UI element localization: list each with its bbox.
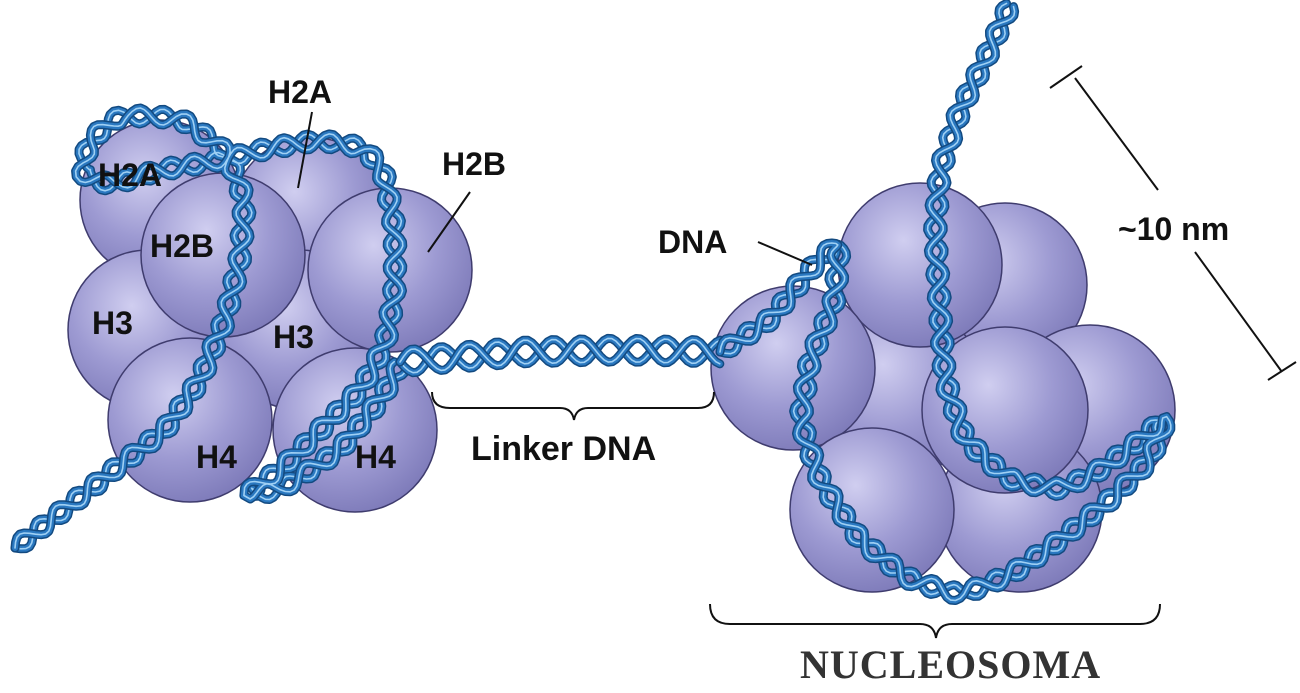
dna-strand-b-layer-2 bbox=[719, 5, 1172, 602]
histone-r-bottom-left bbox=[789, 427, 955, 593]
label-nucleosome: NUCLEOSOMA bbox=[800, 642, 1101, 687]
leader-lines bbox=[297, 111, 813, 266]
label-h3-left: H3 bbox=[92, 305, 133, 341]
dna-strand-a-layer-2 bbox=[14, 108, 407, 550]
histone-h4-left bbox=[107, 337, 273, 503]
label-scale: ~10 nm bbox=[1118, 211, 1229, 247]
dna-strand-b-layer-2 bbox=[399, 337, 721, 372]
scale-bar-top-cap bbox=[1049, 65, 1083, 89]
dna-right-wrap bbox=[715, 0, 1176, 605]
dna-linker bbox=[395, 333, 725, 378]
label-h2a-left: H2A bbox=[98, 157, 162, 193]
dna-leader bbox=[757, 241, 813, 266]
scale-bar bbox=[1049, 65, 1297, 381]
label-dna: DNA bbox=[658, 224, 727, 260]
label-h2b-right: H2B bbox=[442, 146, 506, 182]
label-h4-right: H4 bbox=[355, 439, 396, 475]
label-linker-dna: Linker DNA bbox=[471, 430, 656, 468]
h2a-top-leader bbox=[297, 111, 313, 189]
labels: H2A H2A H2B H2B H3 H3 H4 H4 Linker DNA D… bbox=[92, 74, 1229, 687]
h2b-right-leader bbox=[427, 191, 471, 253]
label-h3-center: H3 bbox=[273, 319, 314, 355]
dna-strands bbox=[10, 0, 1176, 605]
label-h2b-left: H2B bbox=[150, 228, 214, 264]
nucleosome-brace bbox=[709, 603, 1161, 639]
linker-dna-brace bbox=[431, 391, 715, 421]
dna-left-wrap bbox=[10, 103, 411, 554]
histone-r-top bbox=[837, 182, 1003, 348]
scale-bar-bottom-cap bbox=[1267, 361, 1297, 381]
scale-bar-top-line bbox=[1074, 77, 1159, 191]
histone-r-right bbox=[921, 326, 1089, 494]
scale-bar-bottom-line bbox=[1194, 251, 1283, 373]
dna-strand-b-layer-2 bbox=[14, 107, 404, 549]
label-h2a-top: H2A bbox=[268, 74, 332, 110]
label-h4-left: H4 bbox=[196, 439, 237, 475]
